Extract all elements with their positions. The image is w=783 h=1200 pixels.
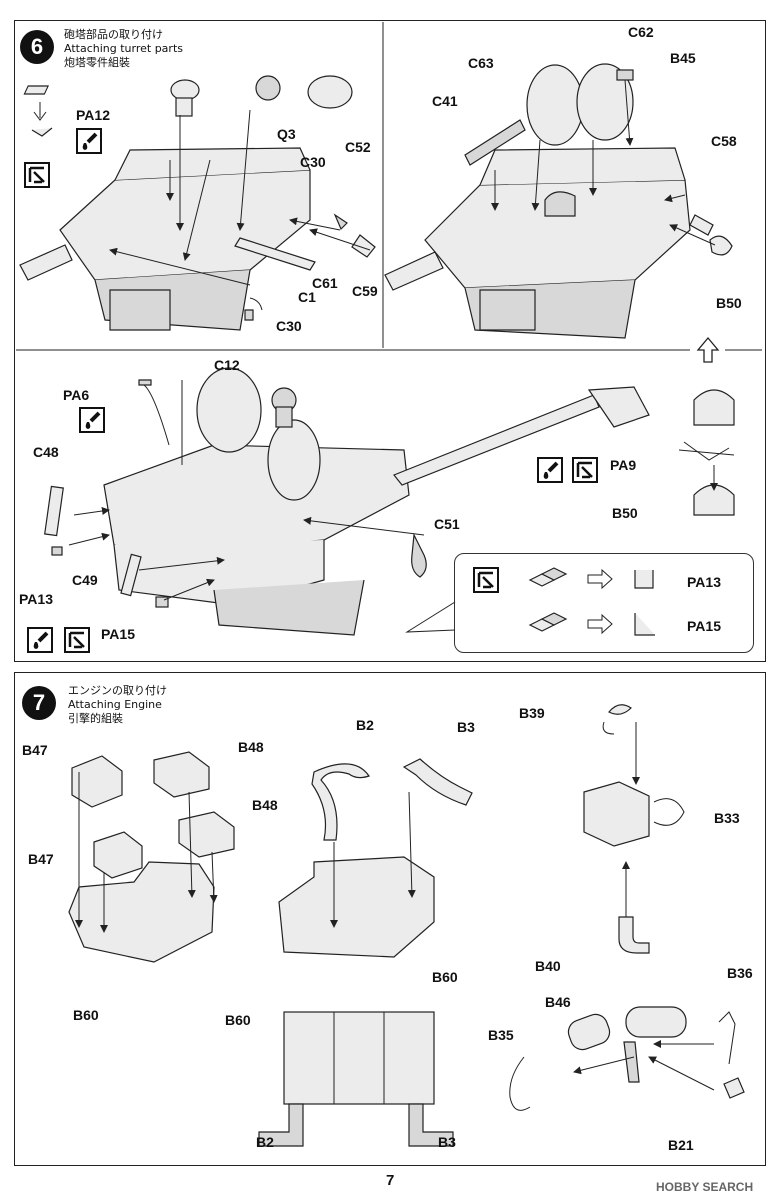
- step7-title-cn: 引擎的組裝: [68, 712, 123, 725]
- label-pa9: PA9: [610, 457, 637, 473]
- step6-title-jp: 砲塔部品の取り付け: [64, 28, 163, 41]
- label-b46: B46: [545, 994, 571, 1010]
- label-b36: B36: [727, 965, 753, 981]
- step6-dividers: [16, 22, 762, 351]
- legend-diagrams: [528, 567, 655, 636]
- legend-label-pa13: PA13: [687, 574, 721, 590]
- label-b21: B21: [668, 1137, 694, 1153]
- label-b47b: B47: [28, 851, 54, 867]
- turret-drawing-1: [19, 75, 376, 331]
- step7-title-jp: エンジンの取り付け: [68, 684, 167, 697]
- label-b60a: B60: [73, 1007, 99, 1023]
- turret-drawing-3: [44, 367, 735, 636]
- label-pa12: PA12: [76, 107, 110, 123]
- label-b39: B39: [519, 705, 545, 721]
- label-b47a: B47: [22, 742, 48, 758]
- bend-legend-box: [454, 553, 754, 653]
- label-b2a: B2: [356, 717, 374, 733]
- watermark: HOBBY SEARCH: [656, 1180, 754, 1194]
- cut-icon: [473, 567, 499, 593]
- label-c1: C1: [298, 289, 316, 305]
- legend-label-pa15: PA15: [687, 618, 721, 634]
- label-b60c: B60: [225, 1012, 251, 1028]
- label-b3b: B3: [438, 1134, 456, 1150]
- label-c52: C52: [345, 139, 371, 155]
- cement-icon: [27, 627, 53, 653]
- label-pa15: PA15: [101, 626, 135, 642]
- cement-icon: [79, 407, 105, 433]
- cement-icon: [537, 457, 563, 483]
- step-arrow-up-icon: [696, 336, 720, 363]
- label-b33: B33: [714, 810, 740, 826]
- label-b35: B35: [488, 1027, 514, 1043]
- label-c30b: C30: [276, 318, 302, 334]
- step6-title-en: Attaching turret parts: [64, 42, 183, 55]
- step7-title: エンジンの取り付け Attaching Engine 引擎的組裝: [68, 684, 167, 726]
- label-b48b: B48: [252, 797, 278, 813]
- label-b50a: B50: [716, 295, 742, 311]
- label-c63: C63: [468, 55, 494, 71]
- label-b48a: B48: [238, 739, 264, 755]
- bend-icon: [23, 85, 53, 137]
- step7-badge: 7: [22, 686, 56, 720]
- label-b2b: B2: [256, 1134, 274, 1150]
- label-c62: C62: [628, 24, 654, 40]
- label-b50b: B50: [612, 505, 638, 521]
- page-number: 7: [386, 1172, 395, 1189]
- cut-icon: [24, 162, 50, 188]
- label-pa13: PA13: [19, 591, 53, 607]
- label-b60b: B60: [432, 969, 458, 985]
- label-q3: Q3: [277, 126, 296, 142]
- cement-icon: [76, 128, 102, 154]
- label-b40: B40: [535, 958, 561, 974]
- label-b3a: B3: [457, 719, 475, 735]
- step6-title: 砲塔部品の取り付け Attaching turret parts 炮塔零件組裝: [64, 28, 183, 70]
- label-c12: C12: [214, 357, 240, 373]
- label-c48: C48: [33, 444, 59, 460]
- label-c59: C59: [352, 283, 378, 299]
- label-b45: B45: [670, 50, 696, 66]
- label-c61: C61: [312, 275, 338, 291]
- label-c51: C51: [434, 516, 460, 532]
- step6-title-cn: 炮塔零件組裝: [64, 56, 130, 69]
- label-c49: C49: [72, 572, 98, 588]
- cut-icon: [572, 457, 598, 483]
- engine-drawing: [68, 704, 745, 1147]
- label-pa6: PA6: [63, 387, 90, 403]
- step6-badge: 6: [20, 30, 54, 64]
- legend-callout-pointer: [405, 601, 456, 633]
- cut-icon: [64, 627, 90, 653]
- label-c41: C41: [432, 93, 458, 109]
- label-c30a: C30: [300, 154, 326, 170]
- label-c58: C58: [711, 133, 737, 149]
- step7-title-en: Attaching Engine: [68, 698, 162, 711]
- turret-drawing-2: [384, 63, 733, 339]
